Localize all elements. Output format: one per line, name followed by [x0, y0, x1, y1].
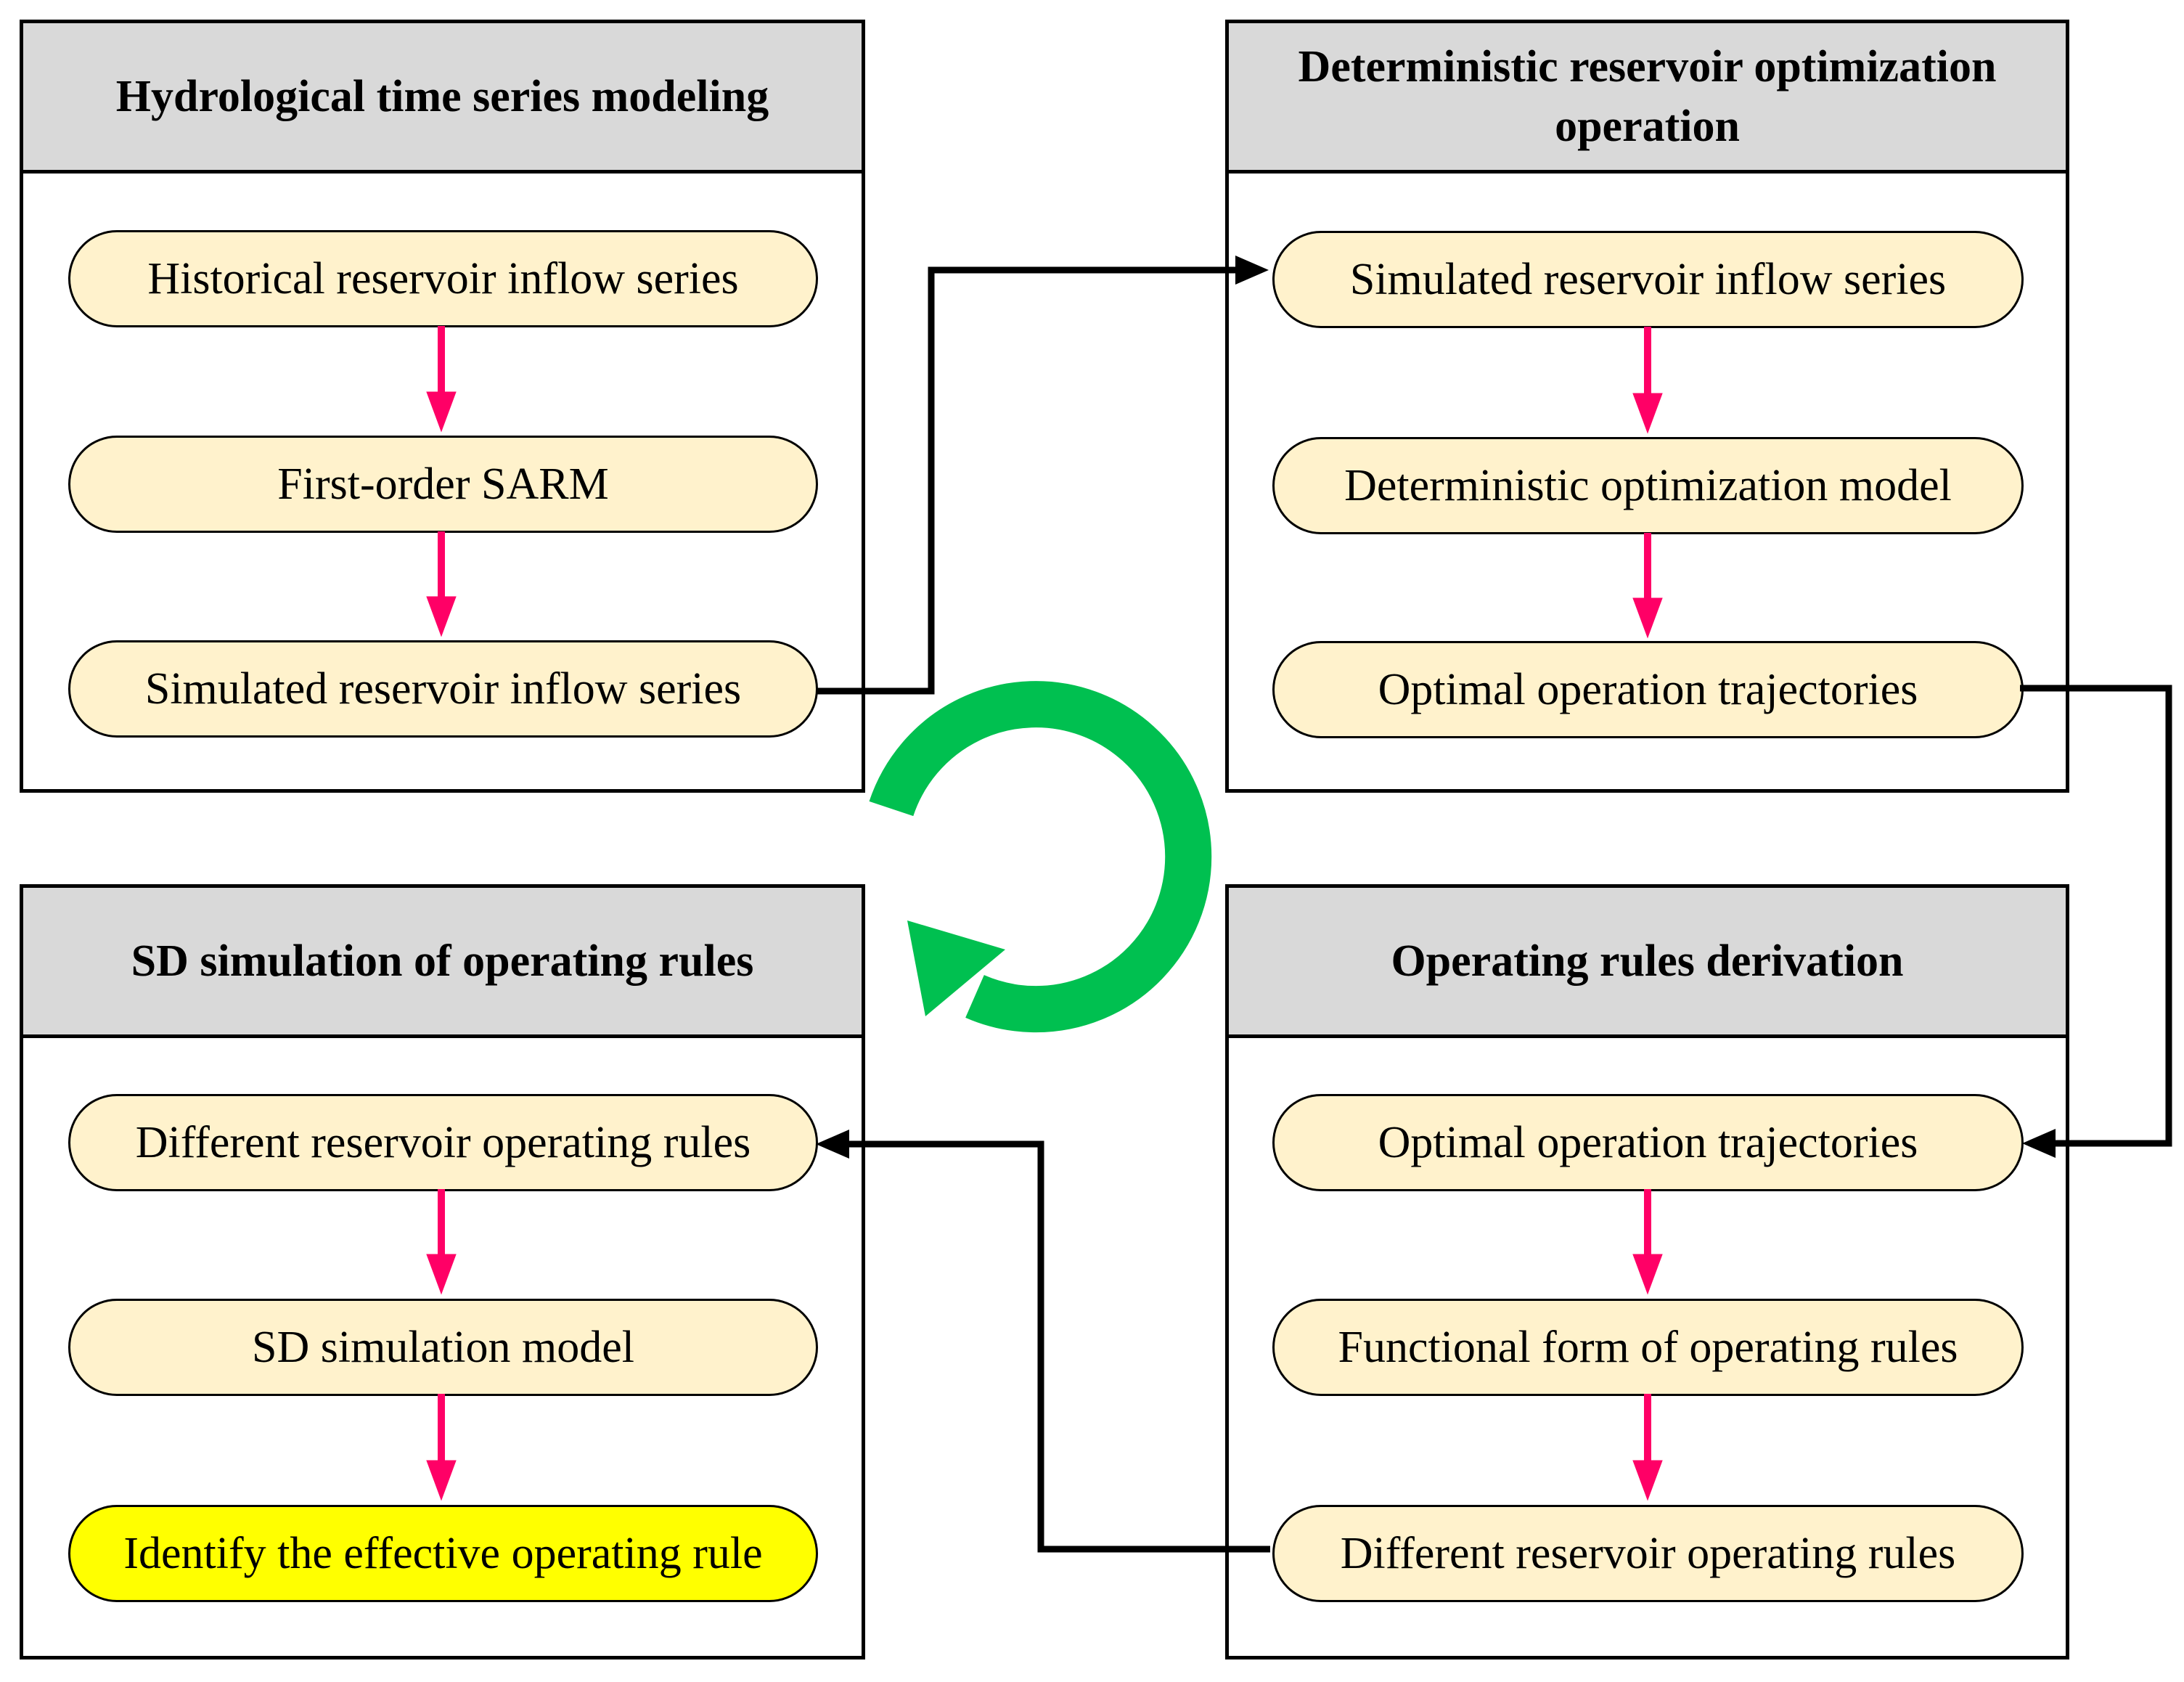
- panel-sd-simulation: SD simulation of operating rules Differe…: [20, 884, 865, 1659]
- circular-arrow-icon: [869, 681, 1212, 1033]
- panel-title: SD simulation of operating rules: [23, 888, 862, 1038]
- panel-deterministic-optimization: Deterministic reservoir optimization ope…: [1225, 20, 2069, 793]
- node-first-order-sarm: First-order SARM: [68, 436, 818, 533]
- node-different-rules: Different reservoir operating rules: [1272, 1505, 2024, 1602]
- node-sd-model: SD simulation model: [68, 1299, 818, 1396]
- panel-title: Operating rules derivation: [1229, 888, 2066, 1038]
- node-simulated-inflow: Simulated reservoir inflow series: [68, 640, 818, 738]
- node-historical-inflow: Historical reservoir inflow series: [68, 230, 818, 327]
- panel-title: Deterministic reservoir optimization ope…: [1229, 23, 2066, 173]
- node-simulated-inflow: Simulated reservoir inflow series: [1272, 231, 2024, 328]
- node-optimal-trajectories: Optimal operation trajectories: [1272, 641, 2024, 738]
- panel-hydrological-modeling: Hydrological time series modeling Histor…: [20, 20, 865, 793]
- node-deterministic-model: Deterministic optimization model: [1272, 437, 2024, 534]
- panel-title: Hydrological time series modeling: [23, 23, 862, 173]
- connector-hydro-to-deterministic: [816, 256, 1269, 695]
- panel-rules-derivation: Operating rules derivation Optimal opera…: [1225, 884, 2069, 1659]
- connector-derivation-to-sd: [816, 1130, 1270, 1553]
- node-functional-form: Functional form of operating rules: [1272, 1299, 2024, 1396]
- node-different-rules: Different reservoir operating rules: [68, 1094, 818, 1191]
- node-optimal-trajectories: Optimal operation trajectories: [1272, 1094, 2024, 1191]
- node-identify-effective-rule: Identify the effective operating rule: [68, 1505, 818, 1602]
